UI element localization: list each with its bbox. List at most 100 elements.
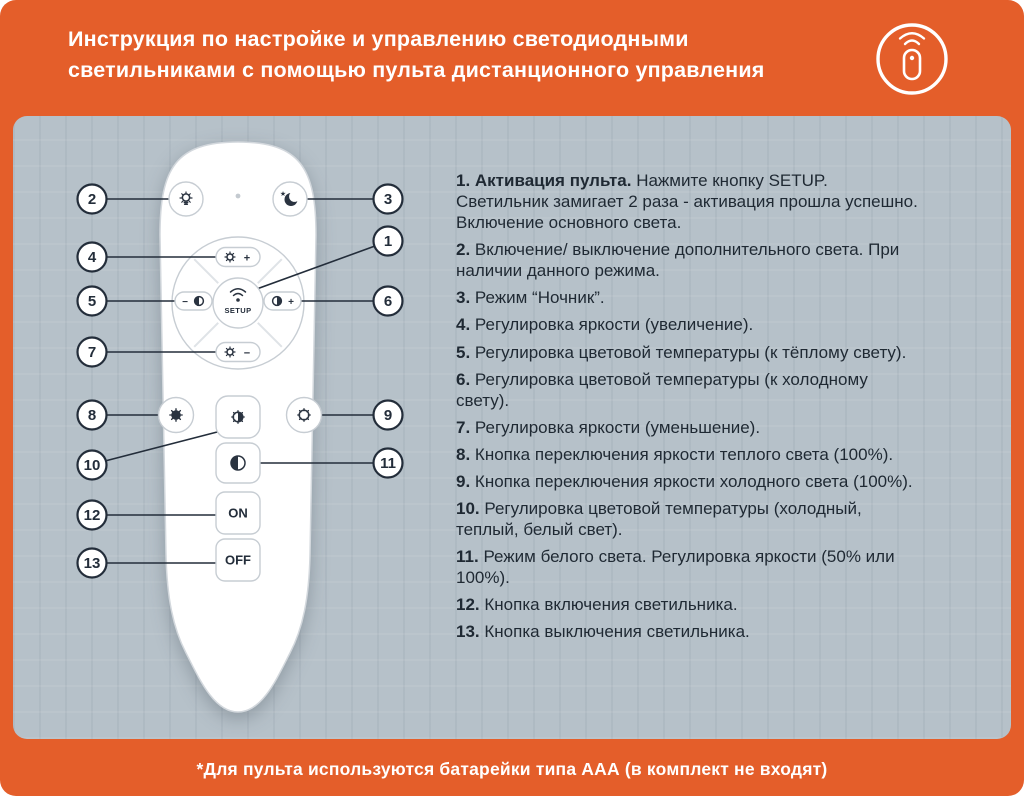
callout-10: 10 — [76, 449, 108, 481]
instruction-item-9: 9. Кнопка переключения яркости холодного… — [456, 471, 921, 492]
svg-text:OFF: OFF — [225, 553, 251, 568]
instruction-text: Регулировка яркости (увеличение). — [474, 315, 754, 335]
indicator-dot — [235, 193, 241, 199]
callout-3: 3 — [372, 183, 404, 215]
instruction-number: 7. — [456, 417, 471, 437]
night-mode-button: ★ — [272, 181, 308, 217]
svg-text:ON: ON — [228, 506, 248, 521]
instruction-text: Регулировка цветовой температуры (холодн… — [456, 499, 862, 540]
svg-text:3: 3 — [384, 191, 392, 208]
callout-2: 2 — [76, 183, 108, 215]
instruction-text: Кнопка включения светильника. — [484, 595, 738, 615]
instruction-number: 4. — [456, 315, 471, 335]
instruction-number: 6. — [456, 369, 471, 389]
callout-6: 6 — [372, 285, 404, 317]
svg-text:6: 6 — [384, 293, 392, 310]
instruction-number: 8. — [456, 444, 471, 464]
battery-note: *Для пульта используются батарейки типа … — [196, 759, 828, 779]
instructions-panel: 1. Активация пульта. Нажмите кнопку SETU… — [456, 170, 921, 648]
brightness-minus-icon: − — [224, 346, 250, 360]
moon-star-icon: ★ — [280, 190, 300, 206]
callout-13: 13 — [76, 547, 108, 579]
wifi-icon — [229, 288, 247, 302]
bulb-icon — [179, 191, 193, 206]
remote-illustration: ★ + − − — [76, 141, 404, 713]
callout-11: 11 — [372, 447, 404, 479]
svg-text:10: 10 — [84, 457, 101, 474]
instruction-text: Регулировка цветовой температуры (к тёпл… — [474, 342, 907, 362]
callout-9: 9 — [372, 399, 404, 431]
svg-text:13: 13 — [84, 555, 101, 572]
instruction-item-6: 6. Регулировка цветовой температуры (к х… — [456, 369, 921, 411]
instruction-text: Включение/ выключение дополнительного св… — [456, 240, 900, 281]
warm-light-full-icon — [169, 408, 183, 422]
color-temp-warm-button: − — [174, 291, 213, 311]
on-button: ON — [215, 491, 261, 535]
instruction-text: Кнопка переключения яркости теплого свет… — [474, 444, 894, 464]
instruction-item-5: 5. Регулировка цветовой температуры (к т… — [456, 342, 921, 363]
callout-1: 1 — [372, 225, 404, 257]
cold-light-button — [285, 396, 323, 434]
callout-lines — [104, 198, 376, 564]
white-mode-button — [215, 442, 261, 484]
instruction-item-13: 13. Кнопка выключения светильника. — [456, 621, 921, 642]
brightness-up-button: + — [215, 246, 261, 268]
page-title: Инструкция по настройке и управлению све… — [68, 24, 765, 86]
instruction-text: Нажмите кнопку SETUP. Светильник замигае… — [456, 171, 918, 233]
instruction-item-3: 3. Режим “Ночник”. — [456, 287, 921, 308]
instruction-text: Режим “Ночник”. — [474, 288, 605, 308]
instruction-item-4: 4. Регулировка яркости (увеличение). — [456, 314, 921, 335]
color-temp-cold-button: + — [263, 291, 302, 311]
warm-light-button — [157, 396, 195, 434]
svg-text:2: 2 — [88, 191, 96, 208]
instruction-number: 10. — [456, 499, 480, 519]
instruction-item-8: 8. Кнопка переключения яркости теплого с… — [456, 444, 921, 465]
callout-4: 4 — [76, 241, 108, 273]
callout-5: 5 — [76, 285, 108, 317]
svg-text:7: 7 — [88, 344, 96, 361]
callout-7: 7 — [76, 336, 108, 368]
color-temp-warm-icon: − — [182, 295, 205, 308]
instruction-item-10: 10. Регулировка цветовой температуры (хо… — [456, 498, 921, 540]
instruction-number: 5. — [456, 342, 471, 362]
title-line-1: Инструкция по настройке и управлению све… — [68, 27, 689, 51]
svg-text:+: + — [244, 253, 250, 265]
half-sun-icon — [231, 410, 245, 424]
svg-text:SETUP: SETUP — [224, 306, 251, 315]
setup-button: SETUP — [212, 277, 264, 329]
instruction-item-1: 1. Активация пульта. Нажмите кнопку SETU… — [456, 170, 921, 233]
svg-text:4: 4 — [88, 249, 97, 266]
main-light-button — [168, 181, 204, 217]
instruction-text: Кнопка переключения яркости холодного св… — [474, 471, 913, 491]
instruction-item-11: 11. Режим белого света. Регулировка ярко… — [456, 546, 921, 588]
color-temp-cold-icon: + — [271, 295, 294, 308]
svg-text:8: 8 — [88, 407, 96, 424]
off-button: OFF — [215, 538, 261, 582]
svg-text:12: 12 — [84, 507, 101, 524]
svg-text:5: 5 — [88, 293, 96, 310]
brightness-plus-icon: + — [224, 251, 250, 265]
svg-text:−: − — [244, 348, 250, 360]
svg-text:−: − — [182, 297, 188, 308]
callout-8: 8 — [76, 399, 108, 431]
footer-note: *Для пульта используются батарейки типа … — [0, 759, 1024, 780]
contrast-half-circle-icon — [230, 455, 246, 471]
instruction-item-2: 2. Включение/ выключение дополнительного… — [456, 239, 921, 281]
color-temp-cycle-button — [215, 395, 261, 439]
svg-text:11: 11 — [380, 455, 396, 472]
instruction-item-7: 7. Регулировка яркости (уменьшение). — [456, 417, 921, 438]
instruction-number: 12. — [456, 595, 480, 615]
instruction-text: Режим белого света. Регулировка яркости … — [456, 547, 895, 588]
instruction-number: 1. Активация пульта. — [456, 171, 632, 190]
instruction-text: Регулировка цветовой температуры (к холо… — [456, 369, 868, 410]
instruction-number: 11. — [456, 547, 479, 567]
instruction-number: 13. — [456, 622, 480, 642]
brightness-down-button: − — [215, 341, 261, 363]
svg-text:9: 9 — [384, 407, 392, 424]
svg-text:+: + — [288, 297, 294, 308]
instruction-number: 3. — [456, 288, 471, 308]
svg-text:1: 1 — [384, 233, 392, 250]
instruction-number: 9. — [456, 471, 471, 491]
instruction-item-12: 12. Кнопка включения светильника. — [456, 594, 921, 615]
